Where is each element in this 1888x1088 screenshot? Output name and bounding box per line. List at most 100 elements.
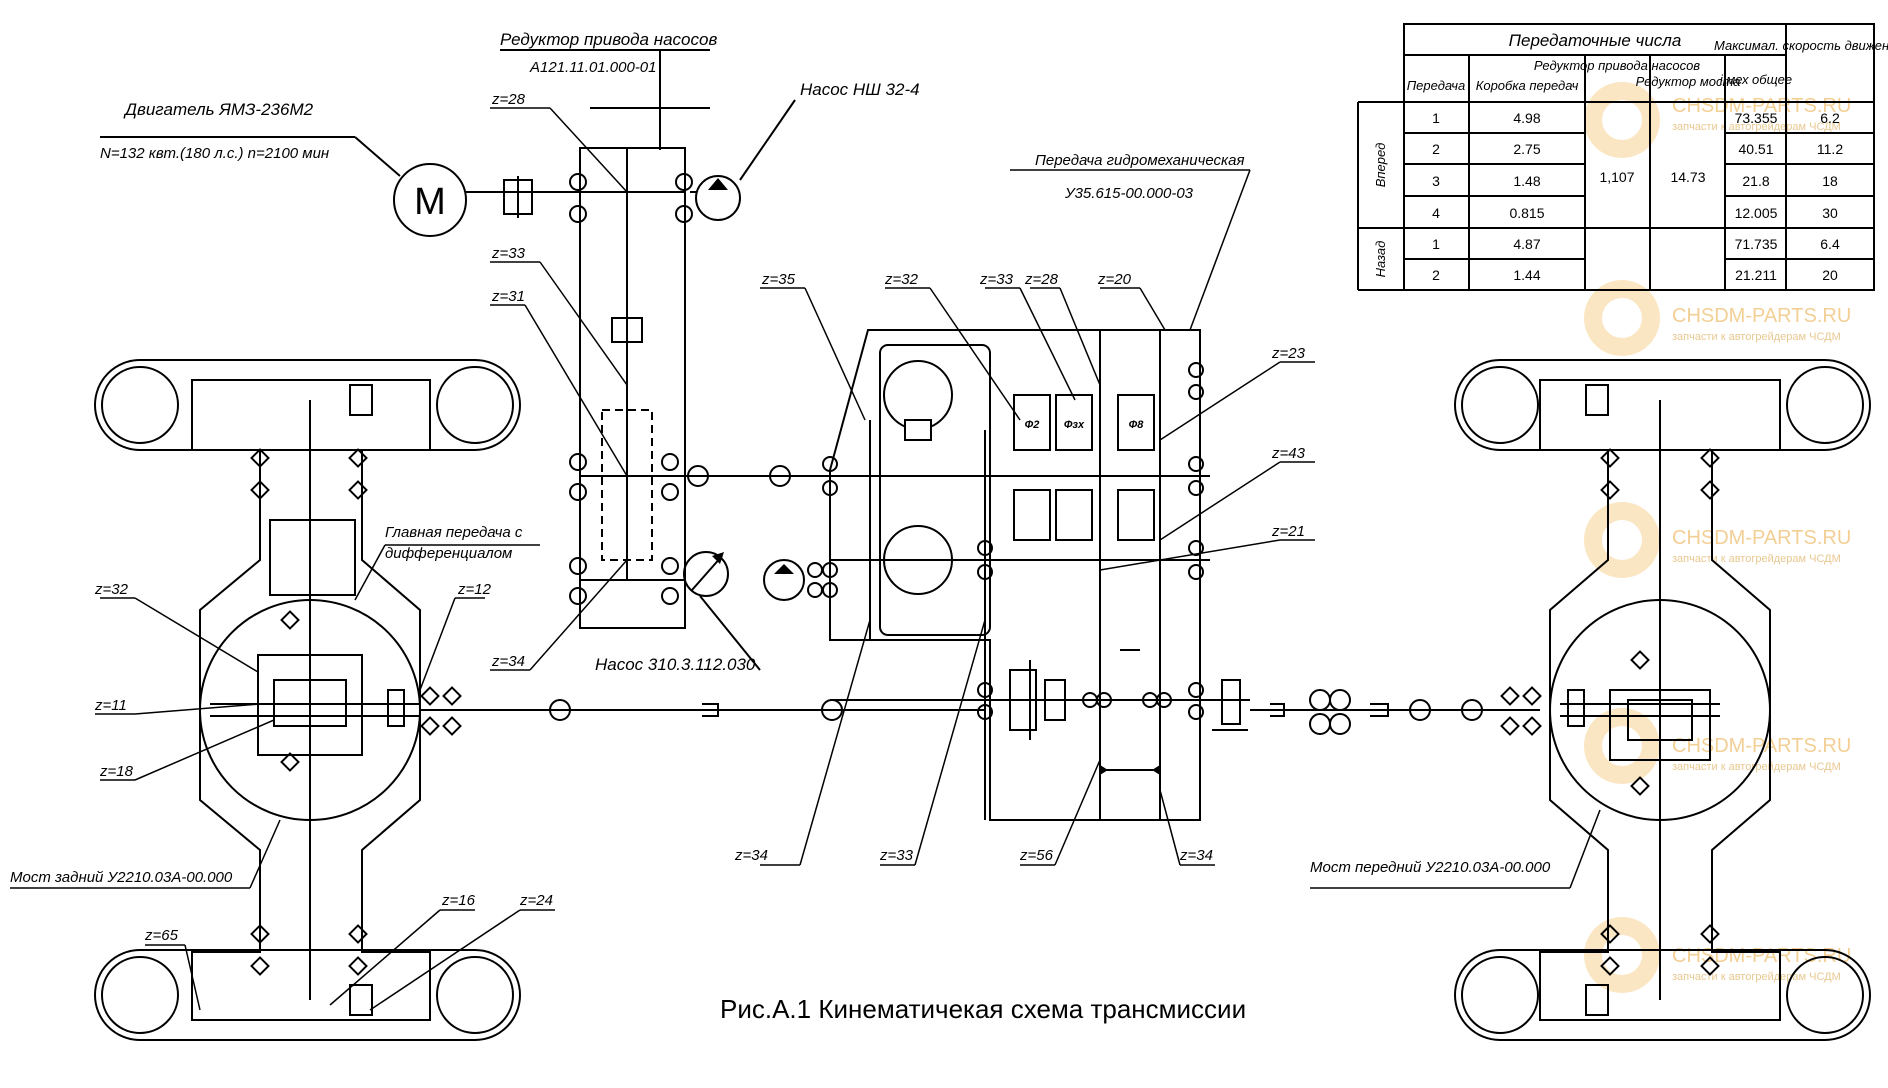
watermark-text: CHSDM-PARTS.RU: [1672, 527, 1851, 549]
brake-icon: [1221, 679, 1241, 725]
table-cell-total: 21.8: [1742, 173, 1769, 189]
gear-icon: [611, 317, 643, 343]
tooth-label: z=12: [457, 581, 492, 598]
table-col-reducer: Редуктор привода насосов: [1534, 58, 1700, 73]
table-cell-box: 4.98: [1513, 110, 1540, 126]
watermark-subtext: запчасти к автогрейдерам ЧСДМ: [1672, 971, 1841, 983]
tooth-label: z=16: [441, 892, 476, 909]
table-group-reverse: Назад: [1373, 241, 1388, 278]
table-reducer-value: 1,107: [1599, 169, 1634, 185]
pump-310-label: Насос 310.3.112.030: [595, 655, 756, 674]
tooth-label: z=23: [1271, 345, 1306, 362]
table-cell-speed: 6.2: [1820, 110, 1840, 126]
table-cell-total: 71.735: [1735, 236, 1778, 252]
table-cell-box: 1.48: [1513, 173, 1540, 189]
watermark-subtext: запчасти к автогрейдерам ЧСДМ: [1672, 553, 1841, 565]
tooth-label: z=34: [491, 653, 525, 670]
tooth-label: z=28: [491, 91, 526, 108]
pump-nsh-icon: [690, 99, 796, 221]
tooth-label: z=33: [979, 271, 1014, 288]
tooth-label: z=20: [1097, 271, 1132, 288]
table-col-box: Коробка передач: [1476, 78, 1579, 93]
table-cell-gear: 3: [1432, 173, 1440, 189]
table-axle-value: 14.73: [1670, 169, 1705, 185]
pump-reducer: [500, 49, 710, 629]
table-cell-gear: 1: [1432, 236, 1440, 252]
table-col-total: i мех общее: [1720, 72, 1792, 87]
front-axle-label: Мост передний У2210.03А-00.000: [1310, 859, 1551, 876]
clutch-f8: [1117, 394, 1155, 451]
table-cell-speed: 11.2: [1817, 141, 1843, 157]
rear-axle: [94, 359, 521, 1041]
table-cell-total: 12.005: [1735, 205, 1778, 221]
table-cell-gear: 1: [1432, 110, 1440, 126]
pump-310-icon: [683, 551, 761, 671]
engine: M Двигатель ЯМЗ-236М2 N=132 квт.(180 л.с…: [100, 100, 650, 237]
tooth-label: z=33: [491, 245, 526, 262]
bearing-icon: [807, 362, 1204, 720]
table-cell-speed: 18: [1822, 173, 1838, 189]
table-cell-gear: 2: [1432, 141, 1440, 157]
propeller-shaft-front: [1250, 689, 1540, 735]
main-gear-label: дифференциалом: [385, 545, 512, 562]
bearing-icon: [250, 448, 462, 976]
table-cell-speed: 6.4: [1820, 236, 1840, 252]
pump-nsh-label: Насос НШ 32-4: [800, 80, 920, 99]
table-group-forward: Вперед: [1373, 143, 1388, 188]
tooth-label: z=11: [94, 697, 127, 714]
tooth-label: z=35: [761, 271, 796, 288]
tooth-label: z=33: [879, 847, 914, 864]
table-cell-gear: 4: [1432, 205, 1440, 221]
table-cell-speed: 30: [1822, 205, 1838, 221]
tooth-label: z=24: [519, 892, 553, 909]
table-cell-box: 4.87: [1513, 236, 1540, 252]
table-cell-box: 2.75: [1513, 141, 1540, 157]
tooth-label: z=43: [1271, 445, 1306, 462]
table-cell-speed: 20: [1822, 267, 1838, 283]
propeller-shaft-rear: [420, 699, 985, 721]
bearing-icon: [1500, 448, 1720, 976]
watermark-logo-icon: [1584, 82, 1660, 993]
tooth-label: z=32: [884, 271, 919, 288]
watermark-subtext: запчасти к автогрейдерам ЧСДМ: [1672, 761, 1841, 773]
clutch-fzx: [1055, 394, 1093, 451]
wheel-icon: [94, 359, 521, 1041]
main-gear-label: Главная передача с: [385, 524, 523, 541]
tooth-label: z=34: [734, 847, 768, 864]
tooth-label: z=21: [1271, 523, 1305, 540]
tooth-label: z=65: [144, 927, 179, 944]
watermark-text: CHSDM-PARTS.RU: [1672, 305, 1851, 327]
rear-axle-label: Мост задний У2210.03А-00.000: [10, 869, 233, 886]
clutch-f2: [1013, 394, 1051, 451]
table-col-gear: Передача: [1407, 78, 1465, 93]
engine-spec: N=132 квт.(180 л.с.) n=2100 мин: [100, 145, 329, 162]
tooth-label: z=18: [99, 763, 134, 780]
table-col-speed: Максимал. скорость движения км/час: [1714, 38, 1888, 53]
table-col-axle: Редуктор моста: [1636, 74, 1741, 89]
watermark-group: CHSDM-PARTS.RU запчасти к автогрейдерам …: [1584, 82, 1851, 993]
table-cell-total: 40.51: [1738, 141, 1773, 157]
wheel-icon: [1454, 359, 1871, 1041]
figure-caption: Рис.А.1 Кинематичекая схема трансмиссии: [720, 994, 1246, 1024]
pump-icon: [763, 559, 805, 601]
tooth-label: z=28: [1024, 271, 1059, 288]
gear-ratio-table: Передаточные числа Передача Коробка пере…: [1357, 23, 1888, 291]
reducer-code: А121.11.01.000-01: [529, 59, 657, 76]
clutch-label: Ф2: [1025, 419, 1040, 431]
reducer-name: Редуктор привода насосов: [500, 30, 717, 49]
clutch-label: Фзх: [1064, 419, 1085, 431]
table-cell-total: 73.355: [1735, 110, 1778, 126]
watermark-text: CHSDM-PARTS.RU: [1672, 945, 1851, 967]
hydro-name: Передача гидромеханическая: [1035, 152, 1244, 169]
engine-name: Двигатель ЯМЗ-236М2: [123, 100, 314, 119]
table-cell-box: 1.44: [1513, 267, 1540, 283]
table-title: Передаточные числа: [1509, 31, 1682, 50]
table-cell-gear: 2: [1432, 267, 1440, 283]
motor-icon: [393, 163, 467, 237]
motor-letter: M: [414, 181, 446, 223]
bearing-icon: [569, 173, 693, 605]
watermark-text: CHSDM-PARTS.RU: [1672, 735, 1851, 757]
clutch-label: Ф8: [1129, 419, 1145, 431]
tooth-label: z=34: [1179, 847, 1213, 864]
